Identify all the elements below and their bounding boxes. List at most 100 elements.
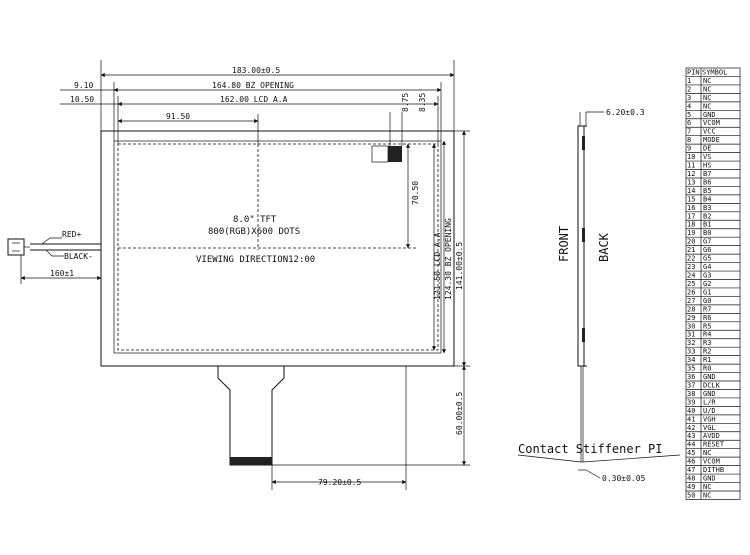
pin-symbol: B0 xyxy=(703,229,711,237)
pin-number: 46 xyxy=(687,458,695,466)
dim-bz-height: 124.30 BZ OPENING xyxy=(444,218,453,300)
pin-symbol: G4 xyxy=(703,263,711,271)
pin-symbol: R1 xyxy=(703,356,711,364)
pin-symbol: VGL xyxy=(703,424,716,432)
pin-symbol: GND xyxy=(703,390,716,398)
pin-symbol: RESET xyxy=(703,441,725,449)
pin-number: 42 xyxy=(687,424,695,432)
dim-outline-height: 141.00±0.5 xyxy=(455,242,464,290)
dim-offset-1050: 10.50 xyxy=(70,95,94,104)
pin-number: 3 xyxy=(687,94,691,102)
pin-number: 22 xyxy=(687,255,695,263)
pin-number: 36 xyxy=(687,373,695,381)
wire-red-label: RED+ xyxy=(62,230,81,239)
pin-number: 41 xyxy=(687,415,695,423)
pin-number: 2 xyxy=(687,85,691,93)
right-dimensions xyxy=(20,130,470,490)
pin-table-frame xyxy=(685,67,741,500)
pin-number: 10 xyxy=(687,153,695,161)
pin-symbol: NC xyxy=(703,449,711,457)
pin-symbol: B2 xyxy=(703,212,711,220)
connector xyxy=(7,238,25,256)
pin-number: 26 xyxy=(687,288,695,296)
pin-symbol: HS xyxy=(703,162,711,170)
dim-bz-width: 164.80 BZ OPENING xyxy=(212,81,294,90)
pin-number: 39 xyxy=(687,398,695,406)
pin-number: 48 xyxy=(687,475,695,483)
wire-black-label: BLACK- xyxy=(64,252,93,261)
viewing-direction-label: VIEWING DIRECTION12:00 xyxy=(196,255,315,265)
pin-number: 40 xyxy=(687,407,695,415)
dim-outline-width: 183.00±0.5 xyxy=(232,66,280,75)
pin-number: 19 xyxy=(687,229,695,237)
pin-number: 8 xyxy=(687,136,691,144)
pin-symbol: B1 xyxy=(703,221,711,229)
pin-symbol: R2 xyxy=(703,348,711,356)
pin-number: 18 xyxy=(687,221,695,229)
pin-number: 43 xyxy=(687,432,695,440)
pin-symbol: VCC xyxy=(703,128,716,136)
pin-number: 7 xyxy=(687,128,691,136)
pin-symbol: B3 xyxy=(703,204,711,212)
panel-size-label: 8.0" TFT xyxy=(233,215,277,225)
dim-stiffener-thk: 0.30±0.05 xyxy=(602,474,646,483)
pin-symbol: DE xyxy=(703,145,711,153)
front-view xyxy=(7,130,455,466)
pin-number: 11 xyxy=(687,162,695,170)
dim-right-875: 8.75 xyxy=(401,93,410,112)
dim-right-835: 8.35 xyxy=(418,93,427,112)
pin-symbol: R4 xyxy=(703,331,711,339)
pin-symbol: NC xyxy=(703,77,711,85)
pin-symbol: NC xyxy=(703,483,711,491)
pin-symbol: VS xyxy=(703,153,711,161)
dim-center-y: 70.50 xyxy=(411,181,420,205)
pin-number: 49 xyxy=(687,483,695,491)
pin-number: 32 xyxy=(687,339,695,347)
pin-symbol: B6 xyxy=(703,178,711,186)
pin-number: 4 xyxy=(687,102,691,110)
dim-cable-length: 160±1 xyxy=(50,269,74,278)
pin-number: 5 xyxy=(687,111,691,119)
fpc-tail xyxy=(217,366,285,466)
pin-symbol: R6 xyxy=(703,314,711,322)
pin-symbol: G2 xyxy=(703,280,711,288)
pin-header: PIN xyxy=(687,68,700,76)
pin-symbol: NC xyxy=(703,94,711,102)
stiffener-label: Contact Stiffener PI xyxy=(518,442,663,456)
pin-symbol: DCLK xyxy=(703,381,721,389)
pin-symbol: G6 xyxy=(703,246,711,254)
pin-symbol: R7 xyxy=(703,305,711,313)
pin-symbol: MODE xyxy=(703,136,720,144)
pin-symbol: DITHB xyxy=(703,466,724,474)
side-view: 6.20±0.3 FRONT BACK Contact Stiffener PI… xyxy=(517,108,681,483)
pin-number: 47 xyxy=(687,466,695,474)
pin-number: 44 xyxy=(687,441,695,449)
dim-aa-height: 121.50 LCD A.A xyxy=(433,232,442,300)
pin-number: 12 xyxy=(687,170,695,178)
dim-thickness: 6.20±0.3 xyxy=(606,108,645,117)
pin-number: 15 xyxy=(687,195,695,203)
pin-number: 27 xyxy=(687,297,695,305)
pin-number: 20 xyxy=(687,238,695,246)
pin-symbol: VGH xyxy=(703,415,716,423)
pin-number: 17 xyxy=(687,212,695,220)
pin-symbol: AVDD xyxy=(703,432,720,440)
pin-symbol: U/D xyxy=(703,407,716,415)
back-label: BACK xyxy=(597,232,611,262)
pin-number: 29 xyxy=(687,314,695,322)
pin-symbol: B7 xyxy=(703,170,711,178)
symbol-header: SYMBOL xyxy=(702,68,727,76)
pin-number: 23 xyxy=(687,263,695,271)
pin-symbol: B5 xyxy=(703,187,711,195)
panel-labels: 8.0" TFT 800(RGB)X600 DOTS VIEWING DIREC… xyxy=(62,215,315,265)
dimension-labels: 183.00±0.5 164.80 BZ OPENING 162.00 LCD … xyxy=(50,66,464,487)
pin-symbol: G5 xyxy=(703,255,711,263)
pin-number: 6 xyxy=(687,119,691,127)
panel-resolution-label: 800(RGB)X600 DOTS xyxy=(208,227,300,237)
dim-fpc-offset: 79.20±0.5 xyxy=(318,478,362,487)
top-dimensions xyxy=(60,60,455,146)
lcd-active-area xyxy=(117,143,439,351)
pin-symbol: G0 xyxy=(703,297,711,305)
